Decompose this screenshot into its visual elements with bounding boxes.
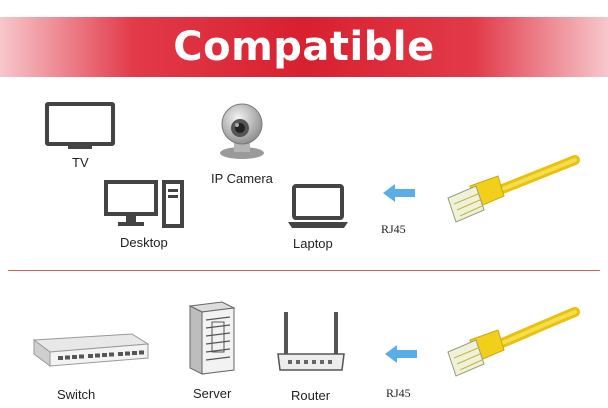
server-label: Server — [193, 386, 232, 401]
rj45-label-top: RJ45 — [381, 222, 406, 236]
ip-camera-label: IP Camera — [211, 171, 273, 186]
tv-icon — [44, 102, 116, 152]
rj45-label-bottom: RJ45 — [386, 386, 411, 400]
rj45-cable-icon — [440, 300, 580, 390]
section-divider — [8, 270, 600, 271]
banner: Compatible — [0, 17, 608, 77]
laptop-label: Laptop — [293, 236, 333, 251]
banner-title: Compatible — [173, 24, 435, 70]
switch-label: Switch — [57, 387, 96, 402]
router-icon — [276, 310, 346, 376]
arrow-left-icon — [385, 345, 417, 363]
desktop-label: Desktop — [120, 235, 168, 250]
desktop-icon — [104, 180, 184, 228]
switch-icon — [32, 330, 150, 370]
arrow-left-icon — [383, 184, 415, 202]
rj45-cable-icon — [440, 152, 580, 242]
server-icon — [186, 300, 238, 376]
tv-label: TV — [72, 155, 89, 170]
ip-camera-icon — [216, 100, 268, 160]
router-label: Router — [291, 388, 331, 403]
laptop-icon — [286, 184, 350, 230]
